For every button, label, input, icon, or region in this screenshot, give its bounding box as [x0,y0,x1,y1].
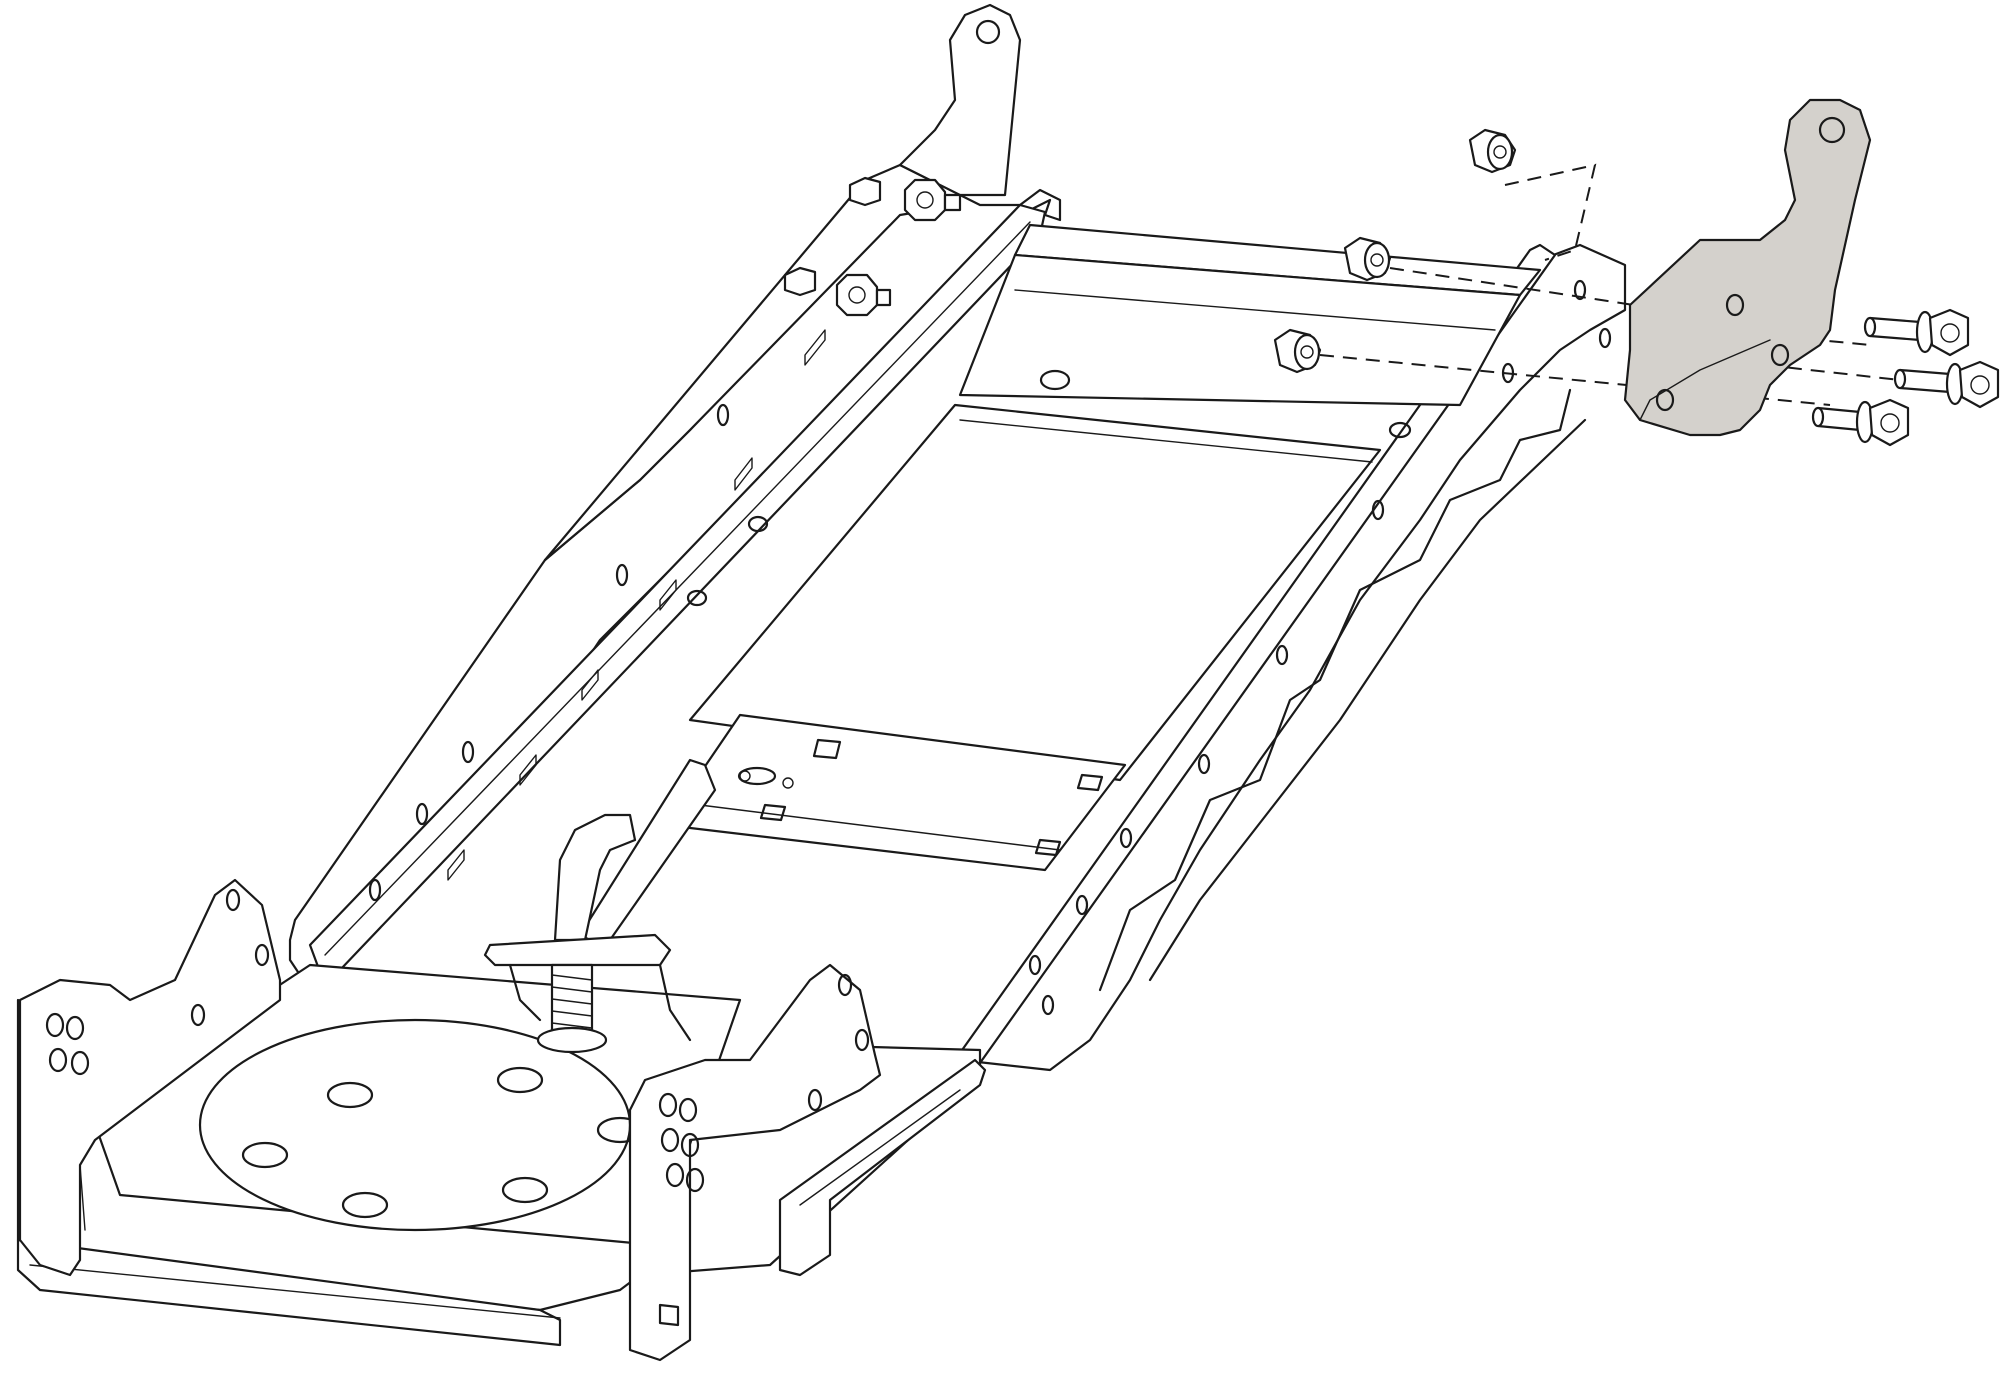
hex-flange-bolt-1 [1863,308,1970,357]
hex-flange-bolt-3 [1811,398,1910,447]
right-upright-plate [628,963,882,1362]
spring-icon [550,963,594,1037]
front-receiver [16,878,987,1362]
left-side-rail [288,3,1062,977]
left-upright-plate [18,878,282,1277]
mounting-bracket [1623,98,1872,437]
rear-cross-member [958,223,1542,439]
right-side-rail [953,243,1627,1072]
rail-bolt-upper [903,178,962,222]
flange-nut-3 [1273,328,1322,374]
flange-nut-2 [1343,236,1392,282]
hex-flange-bolt-2 [1893,360,2000,409]
rail-bolt-lower [835,273,892,317]
flange-nut-1 [1468,128,1517,174]
middle-plate [663,403,1382,872]
spring-latch-pin [483,758,717,1054]
